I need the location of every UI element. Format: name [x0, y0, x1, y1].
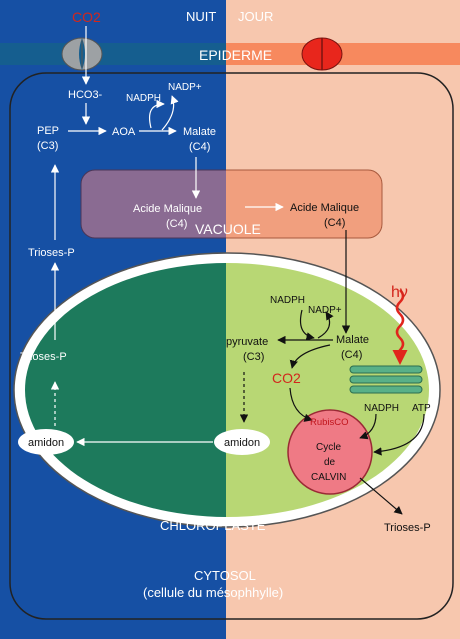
nadph-day-label: NADPH — [270, 295, 305, 306]
thylakoid-stack — [349, 365, 423, 394]
nadph-thylakoid-label: NADPH — [364, 403, 399, 414]
aoa-label: AOA — [112, 126, 136, 138]
epidermis-band-day — [226, 43, 460, 65]
trioses-p-upper-label: Trioses-P — [28, 247, 75, 259]
amidon-night-label: amidon — [28, 437, 64, 449]
calvin-line3-label: CALVIN — [311, 472, 346, 483]
acide-malique-left-label: Acide Malique — [133, 203, 202, 215]
amidon-day-label: amidon — [224, 437, 260, 449]
vacuole-label: VACUOLE — [195, 221, 261, 237]
chloroplast-label: CHLOROPLASTE — [160, 518, 266, 533]
atp-label: ATP — [412, 403, 431, 414]
calvin-cycle-circle — [287, 409, 373, 495]
stomata-closed-icon — [61, 37, 103, 71]
acide-malique-right-c4-label: (C4) — [324, 217, 345, 229]
pep-label: PEP — [37, 125, 59, 137]
malate-day-label: Malate — [336, 334, 369, 346]
co2-day-label: CO2 — [272, 370, 301, 386]
stomata-open-icon — [301, 37, 343, 71]
hco3-label: HCO3- — [68, 89, 103, 101]
trioses-p-lower-label: Trioses-P — [20, 351, 67, 363]
hv-label: hν — [391, 284, 408, 301]
nadp-day-label: NADP+ — [308, 305, 342, 316]
nadph-night-label: NADPH — [126, 93, 161, 104]
light-arrow-icon — [392, 289, 408, 365]
day-label: JOUR — [238, 9, 273, 24]
acide-malique-right-label: Acide Malique — [290, 202, 359, 214]
rubisco-label: RubisCO — [310, 417, 349, 428]
malate-day-c4-label: (C4) — [341, 349, 362, 361]
night-arrows — [50, 26, 284, 447]
malate-night-label: Malate — [183, 126, 216, 138]
acide-malique-left-c4-label: (C4) — [166, 218, 187, 230]
co2-top-label: CO2 — [72, 9, 101, 25]
vacuole — [80, 169, 383, 239]
epidermis-band-night — [0, 43, 226, 65]
calvin-line2-label: de — [324, 457, 336, 468]
epidermis-label: EPIDERME — [199, 47, 272, 63]
trioses-p-day-label: Trioses-P — [384, 522, 431, 534]
cell-outline — [9, 72, 454, 620]
malate-night-c4-label: (C4) — [189, 141, 210, 153]
pyruvate-label: pyruvate — [226, 336, 268, 348]
cytosol-label: CYTOSOL — [194, 568, 256, 583]
amidon-night-oval — [18, 429, 74, 455]
pyruvate-c3-label: (C3) — [243, 351, 264, 363]
night-label: NUIT — [186, 9, 216, 24]
pep-c3-label: (C3) — [37, 140, 58, 152]
cytosol-sub-label: (cellule du mésophhylle) — [143, 585, 283, 600]
calvin-line1-label: Cycle — [316, 442, 341, 453]
nadp-night-label: NADP+ — [168, 82, 202, 93]
day-arrows — [239, 230, 425, 515]
amidon-day-oval — [214, 429, 270, 455]
